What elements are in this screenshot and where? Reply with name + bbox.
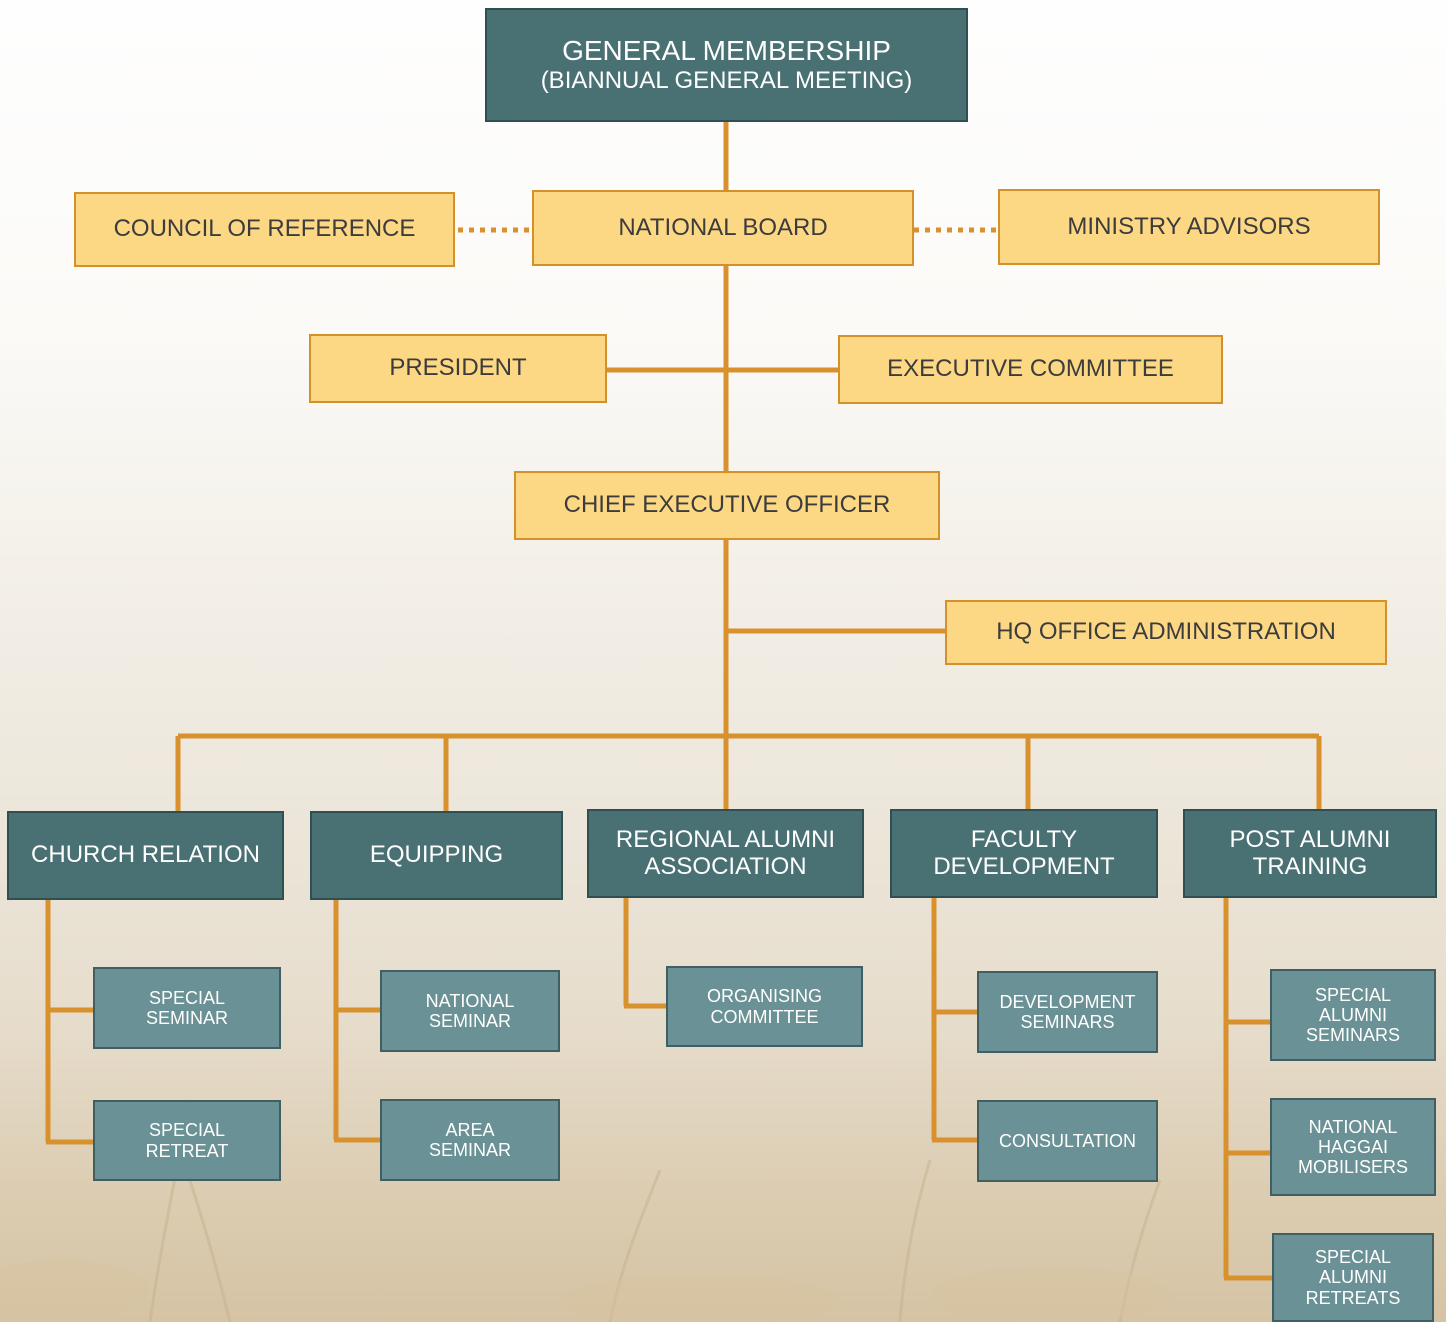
sub-unit-label: DEVELOPMENT [999,991,1136,1012]
ministry-advisors-box: MINISTRY ADVISORS [998,189,1380,265]
department-label: TRAINING [1252,852,1368,880]
sub-unit-label: AREA [445,1119,495,1140]
sub-unit-label: SEMINARS [1305,1025,1401,1046]
department-regional-alumni-association: REGIONAL ALUMNI ASSOCIATION [587,809,864,898]
development-seminars-box: DEVELOPMENT SEMINARS [977,971,1158,1053]
area-seminar-box: AREA SEMINAR [380,1099,560,1181]
president-box: PRESIDENT [309,334,607,403]
sub-unit-label: SEMINAR [145,1008,228,1028]
department-label: DEVELOPMENT [933,852,1115,880]
sub-unit-label: SEMINAR [428,1011,511,1031]
special-retreat-box: SPECIAL RETREAT [93,1100,281,1181]
special-seminar-box: SPECIAL SEMINAR [93,967,281,1049]
national-seminar-box: NATIONAL SEMINAR [380,970,560,1052]
department-label: POST ALUMNI [1229,825,1391,853]
special-alumni-retreats-box: SPECIAL ALUMNI RETREATS [1272,1233,1434,1322]
national-board-box: NATIONAL BOARD [532,190,914,266]
president-label: PRESIDENT [389,354,527,382]
sub-unit-label: NATIONAL [425,990,515,1011]
chief-executive-officer-box: CHIEF EXECUTIVE OFFICER [514,471,940,540]
general-membership-box: GENERAL MEMBERSHIP (BIANNUAL GENERAL MEE… [485,8,968,122]
hq-office-administration-box: HQ OFFICE ADMINISTRATION [945,600,1387,665]
executive-committee-label: EXECUTIVE COMMITTEE [887,355,1174,383]
consultation-box: CONSULTATION [977,1100,1158,1182]
hq-office-administration-label: HQ OFFICE ADMINISTRATION [996,618,1336,646]
sub-unit-label: SEMINARS [1020,1012,1115,1032]
department-label: FACULTY [970,825,1078,853]
general-membership-subtitle: (BIANNUAL GENERAL MEETING) [540,67,913,95]
organising-committee-box: ORGANISING COMMITTEE [666,966,863,1047]
sub-unit-label: SPECIAL [148,987,226,1008]
department-post-alumni-training: POST ALUMNI TRAINING [1183,809,1437,898]
sub-unit-label: NATIONAL [1308,1116,1398,1137]
national-haggai-mobilisers-box: NATIONAL HAGGAI MOBILISERS [1270,1098,1436,1196]
national-board-label: NATIONAL BOARD [618,213,828,241]
department-label: EQUIPPING [369,841,504,869]
executive-committee-box: EXECUTIVE COMMITTEE [838,335,1223,404]
sub-unit-label: RETREAT [145,1140,229,1161]
sub-unit-label: COMMITTEE [710,1006,819,1027]
sub-unit-label: SPECIAL [1314,1247,1392,1268]
sub-unit-label: HAGGAI [1317,1136,1388,1157]
department-church-relation: CHURCH RELATION [7,811,284,900]
special-alumni-seminars-box: SPECIAL ALUMNI SEMINARS [1270,969,1436,1061]
sub-unit-label: CONSULTATION [998,1130,1136,1151]
sub-unit-label: SEMINAR [428,1140,511,1160]
general-membership-title: GENERAL MEMBERSHIP [562,35,891,67]
ministry-advisors-label: MINISTRY ADVISORS [1067,212,1311,240]
chief-executive-officer-label: CHIEF EXECUTIVE OFFICER [563,491,891,519]
sub-unit-label: RETREATS [1305,1287,1401,1308]
sub-unit-label: MOBILISERS [1297,1157,1409,1178]
department-faculty-development: FACULTY DEVELOPMENT [890,809,1158,898]
sub-unit-label: ORGANISING [706,986,822,1007]
council-of-reference-box: COUNCIL OF REFERENCE [74,192,455,267]
sub-unit-label: ALUMNI [1318,1267,1387,1288]
department-equipping: EQUIPPING [310,811,563,900]
council-of-reference-label: COUNCIL OF REFERENCE [113,215,416,243]
department-label: REGIONAL ALUMNI [615,825,836,853]
sub-unit-label: SPECIAL [1314,984,1392,1005]
department-label: ASSOCIATION [644,852,807,880]
sub-unit-label: SPECIAL [148,1120,226,1141]
department-label: CHURCH RELATION [31,841,260,869]
sub-unit-label: ALUMNI [1318,1004,1387,1025]
